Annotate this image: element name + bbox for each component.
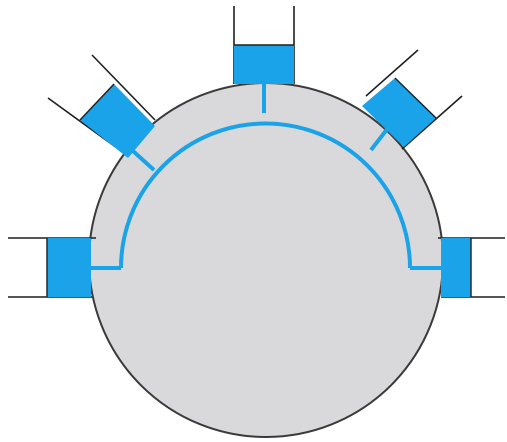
port-right (438, 238, 505, 297)
port-right-block (441, 238, 471, 297)
port-left (8, 238, 96, 297)
port-upper-left (48, 55, 155, 158)
port-left-block (47, 238, 91, 297)
port-top (234, 6, 294, 84)
port-top-block (234, 45, 294, 84)
